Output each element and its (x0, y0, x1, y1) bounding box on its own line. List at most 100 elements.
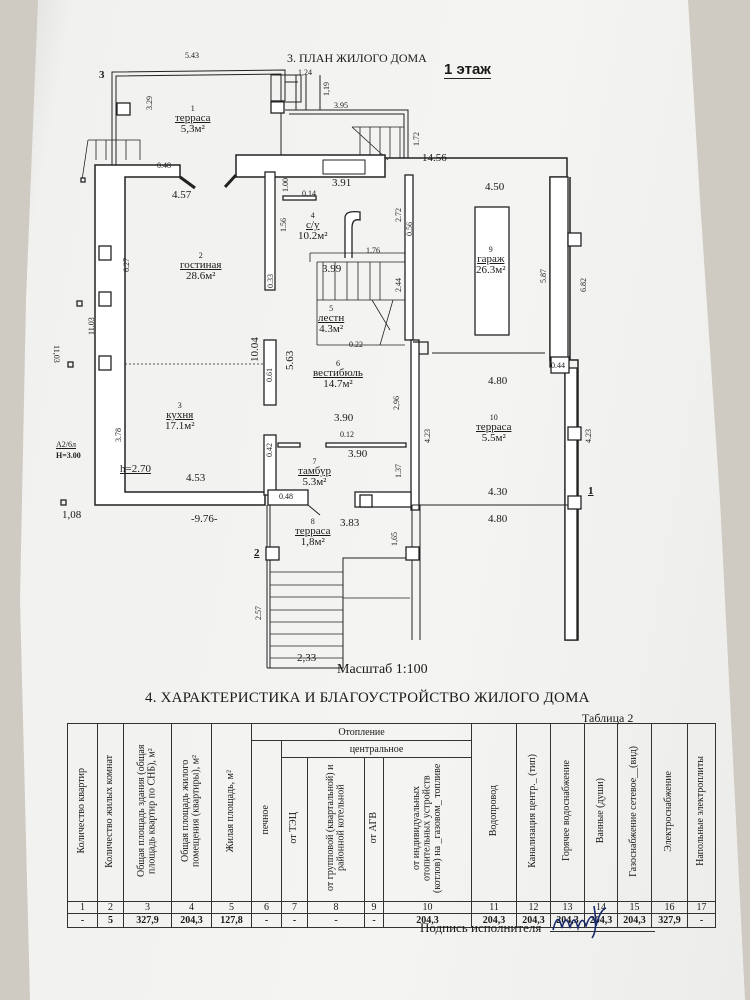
dim: 1.37 (394, 464, 403, 478)
value-cell: 204,3 (617, 913, 653, 928)
dim: 2.57 (254, 606, 263, 620)
dim: 4.53 (186, 472, 206, 484)
dim: 2.44 (394, 278, 403, 292)
signature-line (550, 931, 655, 932)
dim: 3.91 (332, 177, 352, 189)
section-title: 4. ХАРАКТЕРИСТИКА И БЛАГОУСТРОЙСТВО ЖИЛО… (145, 690, 590, 706)
section-marker-3: 3 (99, 69, 105, 81)
dim: 1,24 (298, 68, 312, 77)
header-cell: Общая площадь жилого помещения (квартиры… (171, 723, 212, 902)
header-text: от групповой (квартальной) и районной ко… (324, 764, 347, 892)
column-number: 3 (123, 901, 172, 914)
height-note: h=2.70 (120, 463, 151, 475)
characteristics-table: Количество квартир Количество жилых комн… (67, 723, 717, 928)
dim: 5.87 (539, 269, 548, 283)
header-cell: Водопровод (471, 723, 518, 902)
header-cell: от индивидуальных отопительных устройств… (382, 757, 473, 902)
floor-label: 1 этаж (444, 61, 491, 79)
dim: 0.48 (157, 161, 171, 170)
header-text: печное (260, 804, 272, 835)
h-note: Н=3.00 (56, 451, 81, 460)
header-cell: Количество жилых комнат (97, 723, 124, 902)
dim: 11.03 (87, 317, 96, 335)
dim: 5.43 (185, 51, 199, 60)
column-number: 2 (97, 901, 124, 914)
dim: 10.04 (249, 337, 261, 362)
value-cell: - (251, 913, 282, 928)
value-cell: - (307, 913, 365, 928)
dim: 0.12 (340, 430, 354, 439)
column-number: 8 (307, 901, 365, 914)
value-cell: - (67, 913, 98, 928)
column-number: 16 (651, 901, 689, 914)
dim: 0.14 (302, 189, 316, 198)
signature-image (552, 905, 607, 939)
column-number: 1 (67, 901, 98, 914)
header-text: Общая площадь здания (общая площадь квар… (136, 744, 158, 878)
dim: 1,08 (62, 509, 82, 521)
header-cell: Электроснабжение (651, 723, 689, 902)
header-text: Количество жилых комнат (104, 754, 116, 868)
header-cell: от ТЭЦ (281, 757, 308, 902)
header-cell: Количество квартир (67, 723, 98, 902)
dim: 0.42 (265, 443, 274, 457)
dim: 1.76 (366, 246, 380, 255)
dim: 0.22 (349, 340, 363, 349)
value-cell: 204,3 (471, 913, 518, 928)
column-number: 10 (382, 901, 473, 914)
header-text: Общая площадь жилого помещения (квартиры… (180, 754, 202, 868)
header-text: Ванные (души) (594, 778, 606, 844)
value-cell: - (281, 913, 308, 928)
dim: 4.80 (488, 375, 508, 387)
header-text: Горячее водоснабжение (561, 760, 573, 862)
dim: 4.50 (485, 181, 505, 193)
value-cell: - (687, 913, 717, 928)
value-cell: 204,3 (382, 913, 473, 928)
dim: -9.76- (191, 513, 218, 525)
dim: 4.57 (172, 189, 192, 201)
header-text: от АГВ (367, 812, 379, 844)
dim: 2,96 (392, 396, 401, 410)
dim: 0.33 (266, 274, 275, 288)
dim: 1,19 (322, 82, 331, 96)
dim: 3.83 (340, 517, 360, 529)
dim: 5.63 (284, 350, 296, 370)
header-text: Водопровод (487, 785, 499, 837)
central-header: центральное (280, 740, 473, 758)
section-marker-1: 1 (588, 485, 594, 497)
signature-label: Подпись исполнителя (420, 920, 542, 935)
value-cell: 5 (97, 913, 124, 928)
header-cell: Общая площадь здания (общая площадь квар… (123, 723, 172, 902)
header-cell: Канализация центр._ (тип) (516, 723, 552, 902)
dim: 3.29 (145, 96, 154, 110)
header-cell: Напольные электроплиты (687, 723, 717, 902)
plan-title: 3. ПЛАН ЖИЛОГО ДОМА (287, 51, 427, 65)
dim: 2,33 (297, 652, 317, 664)
dim: 14.56 (422, 152, 447, 164)
header-text: от индивидуальных отопительных устройств… (410, 763, 443, 893)
dim: 1.00 (281, 178, 290, 192)
header-text: от ТЭЦ (288, 812, 300, 844)
header-text: Количество квартир (76, 768, 88, 854)
header-cell: Горячее водоснабжение (550, 723, 586, 902)
table-number: Таблица 2 (582, 711, 634, 725)
column-number: 9 (364, 901, 384, 914)
header-cell: от групповой (квартальной) и районной ко… (307, 757, 365, 902)
header-cell: Газоснабжение сетевое__(вид) (617, 723, 653, 902)
column-number: 17 (687, 901, 717, 914)
dim: 4.23 (423, 429, 432, 443)
dim: 3.95 (334, 101, 348, 110)
dim: 3.90 (334, 412, 354, 424)
dim: 0.56 (405, 222, 414, 236)
dim: 4.23 (584, 429, 593, 443)
value-cell: 327,9 (123, 913, 172, 928)
